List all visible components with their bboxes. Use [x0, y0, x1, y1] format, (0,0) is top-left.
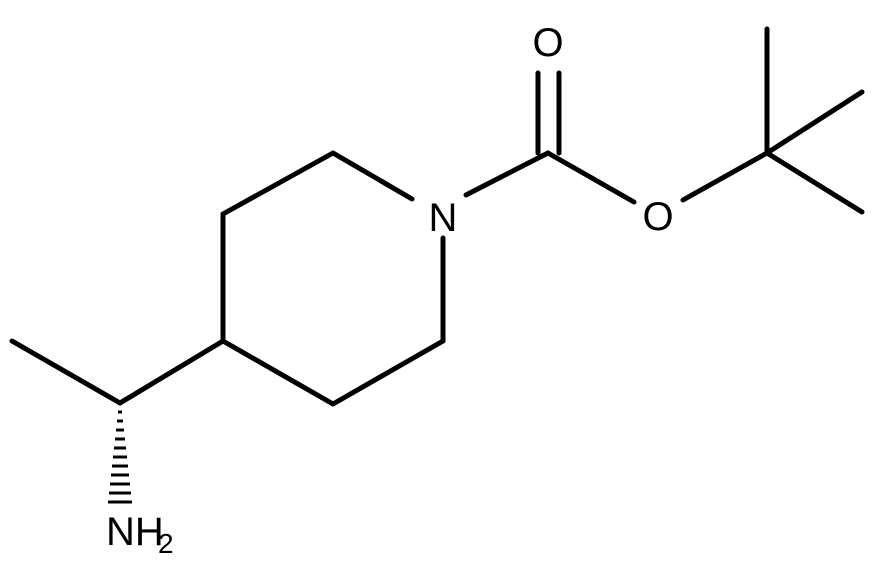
bond-ring-c2-c3: [220, 150, 336, 217]
hashed-wedge-bond: [108, 410, 132, 504]
bond-ring-c2-n: [330, 150, 415, 202]
bond-ester-o-tbu: [680, 150, 770, 203]
boc-group: [463, 26, 865, 215]
bond-ring-c5-c6: [330, 338, 446, 407]
ester-oxygen-label: O: [642, 195, 673, 239]
bond-chiral-carbon-methyl: [9, 338, 123, 406]
amine-label: NH: [106, 510, 164, 554]
nitrogen-atom-label: N: [429, 196, 458, 240]
bond-carbonyl-ester-o: [545, 150, 637, 205]
aminoethyl-substituent: [9, 338, 226, 504]
bond-ring-c4-c5: [220, 338, 336, 407]
bond-n-carbonyl: [463, 150, 551, 198]
piperidine-ring: [220, 150, 446, 407]
bond-c4-chiral-carbon: [117, 338, 226, 406]
bond-tbu-methyl-upper-right: [764, 89, 865, 156]
bond-tbu-methyl-lower-right: [764, 150, 865, 215]
amine-subscript: 2: [158, 528, 174, 559]
carbonyl-oxygen-label: O: [532, 21, 563, 65]
